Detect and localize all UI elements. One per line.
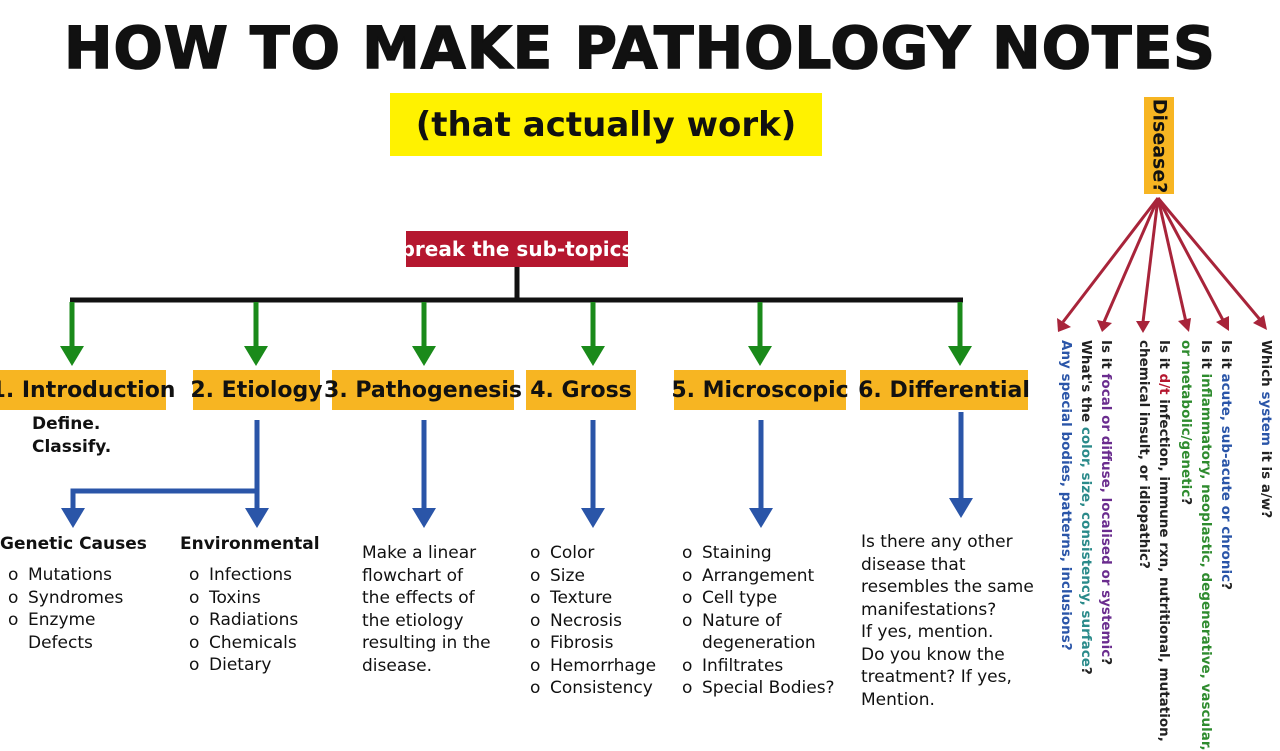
gross-features-list: Color Size Texture Necrosis Fibrosis Hem…	[530, 542, 656, 700]
green-arrow-5	[748, 302, 772, 366]
topic-header-etiology: 2. Etiology	[190, 370, 323, 410]
blue-arrow-pathogenesis	[412, 420, 436, 528]
question-line: Is it d/t infection, immune rxn, nutriti…	[1156, 340, 1172, 742]
list-item: Size	[530, 565, 656, 588]
list-item: Toxins	[189, 587, 298, 610]
list-item: Staining	[682, 542, 835, 565]
topic-label: 5. Microscopic	[671, 377, 849, 403]
list-item: Nature of	[682, 610, 835, 633]
fan-arrow-1	[1057, 197, 1160, 332]
subtitle-banner: (that actually work)	[390, 93, 822, 156]
disease-node-label: Disease?	[1148, 98, 1170, 193]
fan-arrow-3	[1136, 197, 1160, 333]
green-arrow-1	[60, 302, 84, 366]
list-item: Necrosis	[530, 610, 656, 633]
differential-text: Is there any other disease that resemble…	[861, 532, 1034, 710]
topic-label: 1. Introduction	[0, 377, 176, 403]
genetic-causes-heading: Genetic Causes	[0, 534, 147, 554]
question-line: Which system it is a/w?	[1258, 340, 1274, 519]
list-item: Infections	[189, 564, 298, 587]
blue-arrow-differential	[949, 412, 973, 518]
question-distribution: Is it focal or diffuse, localised or sys…	[1096, 340, 1118, 720]
page-title: HOW TO MAKE PATHOLOGY NOTES	[63, 13, 1216, 83]
note-line: Classify.	[32, 436, 112, 457]
green-arrow-4	[581, 302, 605, 366]
list-item: Arrangement	[682, 565, 835, 588]
list-item: Mutations	[8, 564, 123, 587]
pathogenesis-text: Make a linear flowchart of the effects o…	[362, 543, 491, 676]
topic-header-microscopic: 5. Microscopic	[671, 370, 849, 410]
note-line: Define.	[32, 414, 101, 434]
question-system: Which system it is a/w?	[1256, 340, 1278, 720]
list-item: Chemicals	[189, 632, 298, 655]
environmental-list: Infections Toxins Radiations Chemicals D…	[189, 564, 298, 677]
question-line: Any special bodies, patterns, inclusions…	[1058, 340, 1074, 651]
introduction-notes: Define. Classify.	[32, 413, 111, 458]
question-line: chemical insult, or idiopathic?	[1136, 340, 1152, 569]
question-line: What's the color, size, consistency, sur…	[1078, 340, 1094, 675]
microscopic-features-list: Staining Arrangement Cell type Nature of…	[682, 542, 835, 700]
root-node-label: break the sub-topics	[400, 237, 634, 261]
green-arrow-2	[244, 302, 268, 366]
topic-header-differential: 6. Differential	[858, 370, 1030, 410]
question-line: Is it inflammatory, neoplastic, degenera…	[1198, 340, 1214, 751]
list-item: Syndromes	[8, 587, 123, 610]
question-line: Is it acute, sub-acute or chronic?	[1218, 340, 1234, 590]
fan-arrow-5	[1156, 197, 1229, 331]
topic-label: 2. Etiology	[190, 377, 323, 403]
list-item: Special Bodies?	[682, 677, 835, 700]
topic-label: 4. Gross	[530, 377, 632, 403]
fan-arrow-4	[1156, 197, 1191, 332]
question-acuity: Is it acute, sub-acute or chronic?	[1216, 340, 1238, 720]
disease-fan-arrows	[1057, 197, 1267, 333]
green-arrows	[60, 302, 972, 366]
topic-label: 6. Differential	[858, 377, 1030, 403]
list-item-continuation: degeneration	[702, 633, 816, 653]
green-arrow-3	[412, 302, 436, 366]
list-item: Cell type	[682, 587, 835, 610]
question-category: Is it inflammatory, neoplastic, degenera…	[1176, 340, 1218, 751]
blue-arrow-gross	[581, 420, 605, 528]
question-line: or metabolic/genetic?	[1178, 340, 1194, 506]
subtitle-text: (that actually work)	[415, 104, 797, 145]
disease-node: Disease?	[1144, 97, 1174, 194]
list-item: Infiltrates	[682, 655, 835, 678]
blue-arrows	[61, 412, 973, 528]
list-item: Texture	[530, 587, 656, 610]
topic-header-pathogenesis: 3. Pathogenesis	[324, 370, 522, 410]
topic-header-introduction: 1. Introduction	[0, 370, 175, 410]
green-arrow-6	[948, 302, 972, 366]
genetic-causes-list: Mutations Syndromes Enzyme Defects	[8, 564, 123, 654]
question-morphology: What's the color, size, consistency, sur…	[1056, 340, 1098, 720]
root-node-break-subtopics: break the sub-topics	[401, 231, 633, 267]
list-item: Enzyme	[8, 609, 123, 632]
fan-arrow-2	[1097, 197, 1160, 332]
topic-header-gross: 4. Gross	[526, 370, 636, 410]
blue-arrow-microscopic	[749, 420, 773, 528]
blue-arrow-etiology-genetic	[61, 488, 257, 528]
blue-arrow-etiology-env	[245, 420, 269, 528]
question-cause: Is it d/t infection, immune rxn, nutriti…	[1134, 340, 1176, 742]
fan-arrow-6	[1156, 197, 1267, 330]
list-item: Fibrosis	[530, 632, 656, 655]
list-item-continuation: Defects	[28, 632, 93, 653]
question-line: Is it focal or diffuse, localised or sys…	[1098, 340, 1114, 666]
diagram-connectors	[60, 197, 1267, 528]
list-item: Hemorrhage	[530, 655, 656, 678]
topic-label: 3. Pathogenesis	[324, 377, 522, 403]
list-item: Consistency	[530, 677, 656, 700]
list-item: Dietary	[189, 654, 298, 677]
environmental-heading: Environmental	[180, 534, 320, 554]
list-item: Radiations	[189, 609, 298, 632]
list-item: Color	[530, 542, 656, 565]
